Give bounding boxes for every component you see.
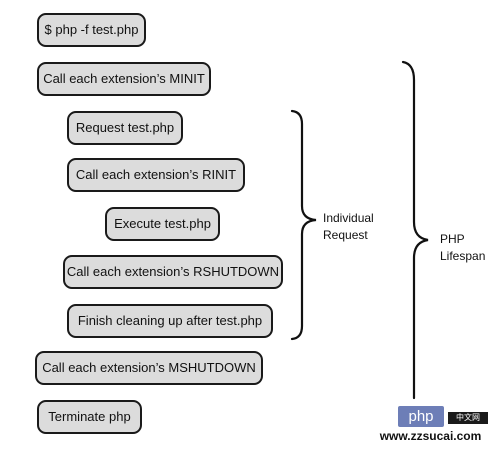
individual-request-label: Individual Request <box>323 211 374 242</box>
step-terminate: Terminate php <box>37 400 142 434</box>
lifespan-brace <box>401 60 429 400</box>
site-watermark: php 中文网 www.zzsucai.com <box>368 406 493 446</box>
step-finish-cleanup: Finish cleaning up after test.php <box>67 304 273 338</box>
php-lifespan-label: PHP Lifespan <box>440 232 486 263</box>
request-brace <box>290 109 317 341</box>
step-request: Request test.php <box>67 111 183 145</box>
step-rshutdown: Call each extension’s RSHUTDOWN <box>63 255 283 289</box>
watermark-url: www.zzsucai.com <box>379 429 482 443</box>
watermark-php-logo: php <box>398 406 444 427</box>
step-php-command: $ php -f test.php <box>37 13 146 47</box>
step-rinit: Call each extension’s RINIT <box>67 158 245 192</box>
watermark-tag: 中文网 <box>448 412 488 424</box>
step-mshutdown: Call each extension’s MSHUTDOWN <box>35 351 263 385</box>
step-minit: Call each extension’s MINIT <box>37 62 211 96</box>
step-execute: Execute test.php <box>105 207 220 241</box>
